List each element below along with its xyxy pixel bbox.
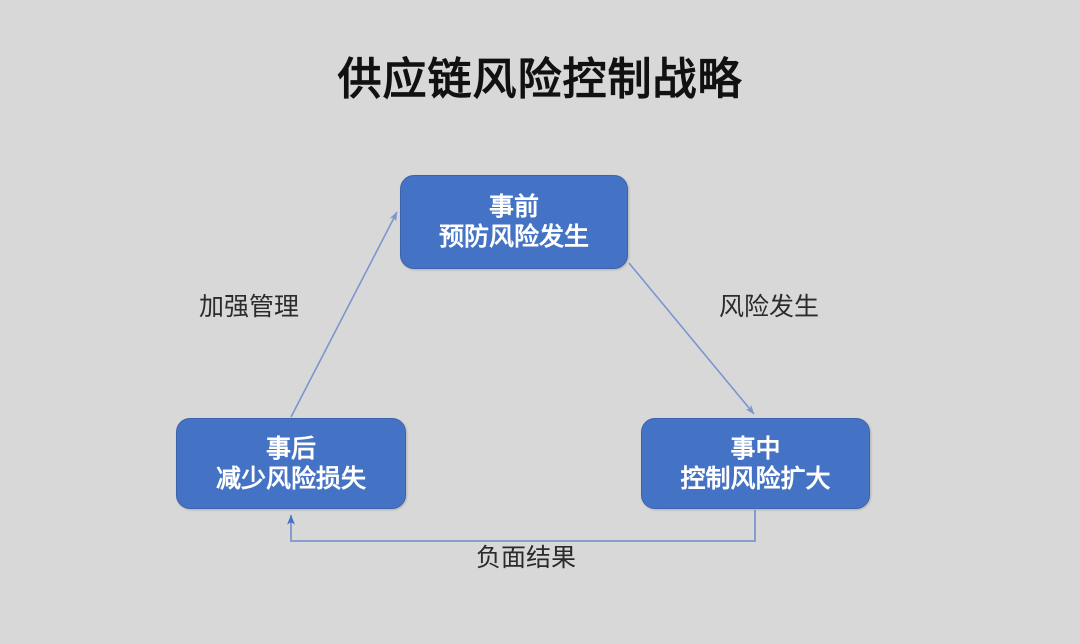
node-before-line2: 预防风险发生 <box>438 223 589 251</box>
edge-label-during-to-after: 负面结果 <box>476 544 577 572</box>
node-before[interactable]: 事前 预防风险发生 <box>400 175 628 269</box>
node-after-line2: 减少风险损失 <box>215 464 366 493</box>
node-after[interactable]: 事后 减少风险损失 <box>176 418 406 509</box>
edge-before-to-during <box>628 262 755 415</box>
page-title: 供应链风险控制战略 <box>337 55 743 104</box>
edge-label-before-to-during: 风险发生 <box>719 293 820 321</box>
node-during-line2: 控制风险扩大 <box>680 464 831 493</box>
node-during-line1: 事中 <box>730 434 781 463</box>
node-during[interactable]: 事中 控制风险扩大 <box>641 418 870 509</box>
node-before-line1: 事前 <box>488 193 539 221</box>
node-after-line1: 事后 <box>265 434 316 463</box>
edge-after-to-before <box>290 211 398 418</box>
edge-label-after-to-before: 加强管理 <box>199 293 300 321</box>
edge-during-to-after <box>287 510 756 542</box>
